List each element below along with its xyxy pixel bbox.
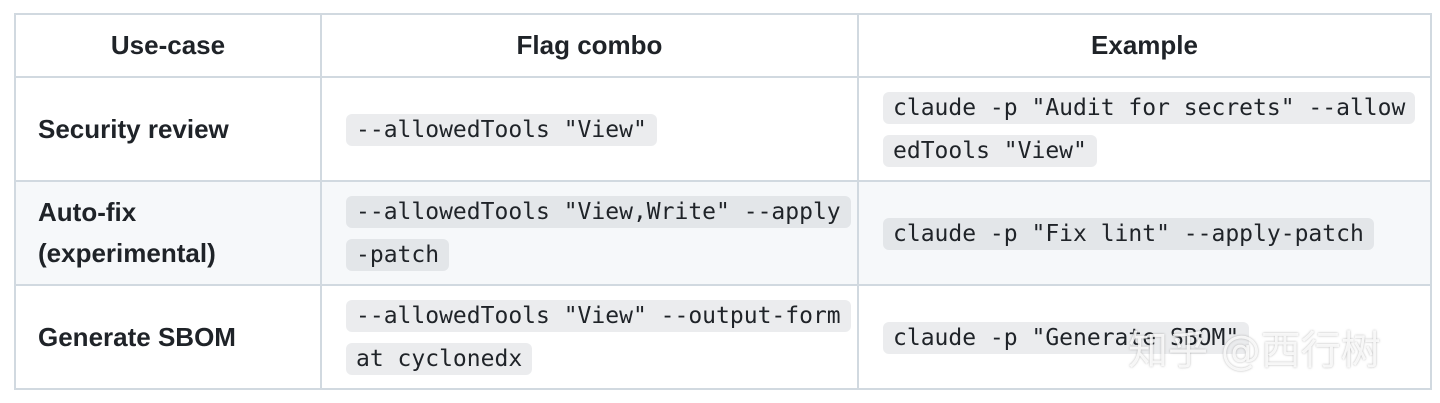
table-row: Auto-fix (experimental) --allowedTools "… <box>14 180 1432 286</box>
use-case-cell: Security review <box>14 76 322 182</box>
table-header-row: Use-case Flag combo Example <box>14 13 1432 78</box>
use-case-cell: Generate SBOM <box>14 284 322 390</box>
use-case-cell: Auto-fix (experimental) <box>14 180 322 286</box>
example-code: claude -p "Generate SBOM" <box>883 321 1250 354</box>
flag-combo-code: --allowedTools "View,Write" --apply-patc… <box>346 196 851 271</box>
header-flag-combo: Flag combo <box>320 13 859 78</box>
table-row: Security review --allowedTools "View" cl… <box>14 76 1432 182</box>
example-cell: claude -p "Audit for secrets" --allowedT… <box>857 76 1432 182</box>
flag-combo-cell: --allowedTools "View" <box>320 76 859 182</box>
example-cell: claude -p "Fix lint" --apply-patch <box>857 180 1432 286</box>
flag-combo-cell: --allowedTools "View,Write" --apply-patc… <box>320 180 859 286</box>
flag-combo-cell: --allowedTools "View" --output-format cy… <box>320 284 859 390</box>
header-example: Example <box>857 13 1432 78</box>
header-use-case: Use-case <box>14 13 322 78</box>
table-row: Generate SBOM --allowedTools "View" --ou… <box>14 284 1432 390</box>
example-code: claude -p "Audit for secrets" --allowedT… <box>883 92 1416 167</box>
example-code: claude -p "Fix lint" --apply-patch <box>883 217 1374 250</box>
flag-combo-code: --allowedTools "View" --output-format cy… <box>346 300 851 375</box>
flag-combo-code: --allowedTools "View" <box>346 113 657 146</box>
example-cell: claude -p "Generate SBOM" <box>857 284 1432 390</box>
flags-table: Use-case Flag combo Example Security rev… <box>14 13 1432 390</box>
